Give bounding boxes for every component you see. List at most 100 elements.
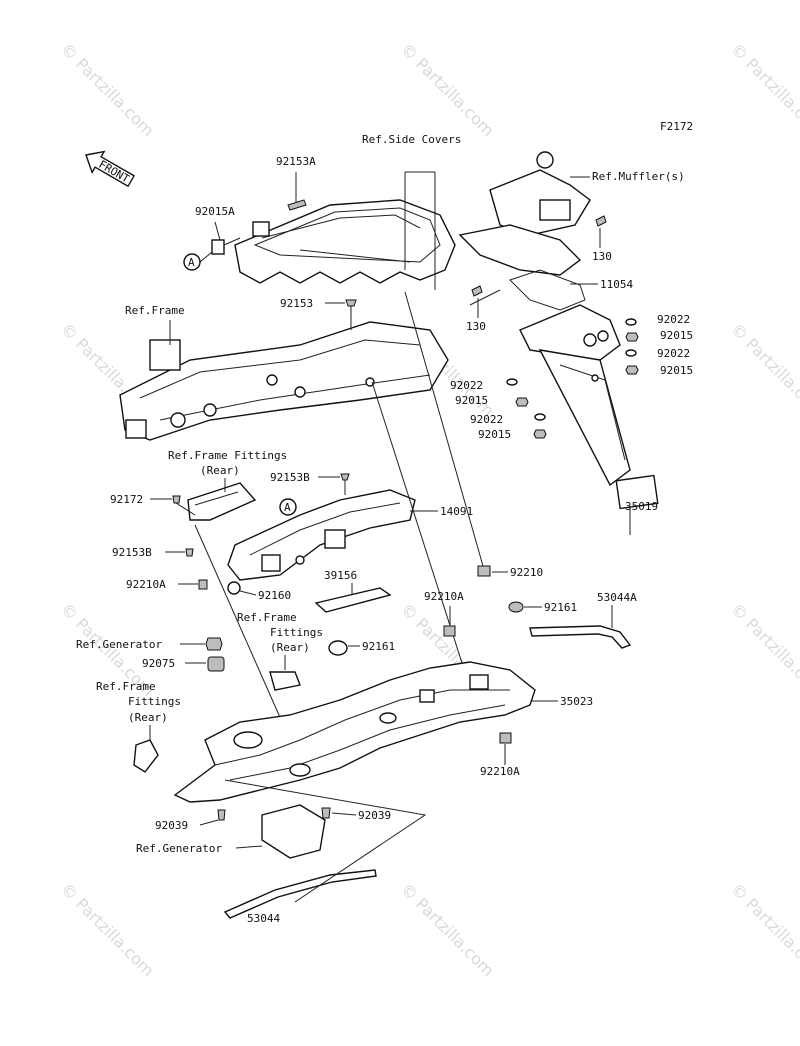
callout-92039-a: 92039	[155, 819, 188, 832]
frame-drawing	[119, 321, 449, 441]
trim-53044A-icon	[529, 625, 632, 649]
grommet-92210A-icon	[198, 579, 208, 590]
callout-ref-frame-fittings-3b: Fittings	[128, 695, 181, 708]
leader-line	[175, 502, 196, 516]
bolt-130-b-icon	[471, 285, 483, 297]
callout-ref-frame: Ref.Frame	[125, 304, 185, 317]
callout-130-b: 130	[466, 320, 486, 333]
watermark-text: © Partzilla.com	[397, 879, 498, 980]
frame-fitting-3-icon	[133, 739, 159, 773]
callout-92022-c: 92022	[450, 379, 483, 392]
callout-92022-d: 92022	[470, 413, 503, 426]
callout-rear-1: (Rear)	[200, 464, 240, 477]
leader-line	[224, 779, 427, 903]
label-39156-icon	[314, 587, 392, 613]
damper-92075-icon	[207, 656, 225, 672]
callout-35019: 35019	[625, 500, 658, 513]
trim-53044-icon	[223, 869, 377, 919]
leader-line	[214, 221, 221, 241]
callout-ref-frame-fittings-2a: Ref.Frame	[237, 611, 297, 624]
callout-35023: 35023	[560, 695, 593, 708]
grommet-92210A-c-icon	[499, 732, 512, 744]
generator-bracket-icon	[261, 804, 326, 859]
callout-92153A: 92153A	[276, 155, 316, 168]
callout-11054: 11054	[600, 278, 633, 291]
callout-92210A-b: 92210A	[424, 590, 464, 603]
callout-92153B-b: 92153B	[112, 546, 152, 559]
callout-92015-b: 92015	[660, 364, 693, 377]
screw-92039-a-icon	[217, 809, 226, 821]
leader-line	[199, 819, 219, 826]
leader-line	[239, 590, 257, 596]
callout-92210A-c: 92210A	[480, 765, 520, 778]
callout-14091: 14091	[440, 505, 473, 518]
callout-92210A-a: 92210A	[126, 578, 166, 591]
leader-line	[331, 812, 357, 816]
callout-ref-generator-1: Ref.Generator	[76, 638, 162, 651]
rear-fender-drawing	[173, 661, 536, 803]
circle-a-label: A	[188, 256, 195, 269]
callout-ref-muffler: Ref.Muffler(s)	[592, 170, 685, 183]
callout-92022-a: 92022	[657, 313, 690, 326]
nut-92015-icon	[515, 397, 529, 407]
watermark-layer: © Partzilla.com © Partzilla.com © Partzi…	[57, 39, 800, 980]
bolt-92153B-b-icon	[185, 548, 194, 557]
callout-ref-frame-fittings-2b: Fittings	[270, 626, 323, 639]
callout-92015-a: 92015	[660, 329, 693, 342]
watermark-text: © Partzilla.com	[397, 39, 498, 140]
leader-line	[194, 524, 291, 741]
callout-92161-b: 92161	[362, 640, 395, 653]
washer-nut-group-right	[625, 318, 639, 375]
watermark-text: © Partzilla.com	[727, 39, 800, 140]
grommet-92210-icon	[477, 565, 491, 577]
callout-ref-frame-fittings-1: Ref.Frame Fittings	[168, 449, 287, 462]
grommet-92161-icon	[508, 601, 524, 613]
callout-92015-d: 92015	[478, 428, 511, 441]
leader-line	[371, 381, 471, 689]
nut-92015-icon	[625, 365, 639, 375]
callout-92075: 92075	[142, 657, 175, 670]
callout-92161-a: 92161	[544, 601, 577, 614]
grommet-92161-b-icon	[328, 640, 348, 656]
callout-130-a: 130	[592, 250, 612, 263]
callout-rear-2: (Rear)	[270, 641, 310, 654]
reference-a-circle-icon	[279, 498, 297, 516]
leader-line	[404, 171, 436, 290]
bolt-92153B-icon	[340, 473, 350, 481]
nut-92015-icon	[625, 332, 639, 342]
figure-id: F2172	[660, 120, 693, 133]
front-arrow-label: FRONT	[96, 158, 132, 186]
washer-92022-icon	[534, 413, 546, 421]
grommet-92210A-b-icon	[443, 625, 456, 637]
frame-fittings-drawing	[187, 482, 257, 521]
seat-cover-drawing	[234, 199, 456, 284]
callout-ref-side-covers: Ref.Side Covers	[362, 133, 461, 146]
bolt-92153A-icon	[287, 199, 307, 211]
washer-nut-group-left	[506, 378, 547, 439]
callout-92153: 92153	[280, 297, 313, 310]
leader-line	[235, 845, 263, 849]
nut-generator-icon	[205, 637, 223, 651]
leader-line	[404, 291, 484, 567]
leader-line	[223, 237, 241, 246]
callout-ref-frame-fittings-3a: Ref.Frame	[96, 680, 156, 693]
washer-92022-icon	[625, 349, 637, 357]
callout-92172: 92172	[110, 493, 143, 506]
bolt-92172-icon	[172, 495, 181, 504]
watermark-text: © Partzilla.com	[727, 599, 800, 700]
muffler-bracket-drawing	[458, 151, 591, 311]
callout-53044: 53044	[247, 912, 280, 925]
callout-92039-b: 92039	[358, 809, 391, 822]
front-arrow-icon: FRONT	[85, 150, 135, 188]
damper-92160-icon	[227, 581, 241, 595]
callout-92022-b: 92022	[657, 347, 690, 360]
callout-53044A: 53044A	[597, 591, 637, 604]
nut-92015-icon	[533, 429, 547, 439]
screw-92039-b-icon	[321, 807, 331, 819]
watermark-text: © Partzilla.com	[57, 879, 158, 980]
callout-92210: 92210	[510, 566, 543, 579]
watermark-text: © Partzilla.com	[727, 879, 800, 980]
callout-92153B-a: 92153B	[270, 471, 310, 484]
watermark-text: © Partzilla.com	[727, 319, 800, 420]
